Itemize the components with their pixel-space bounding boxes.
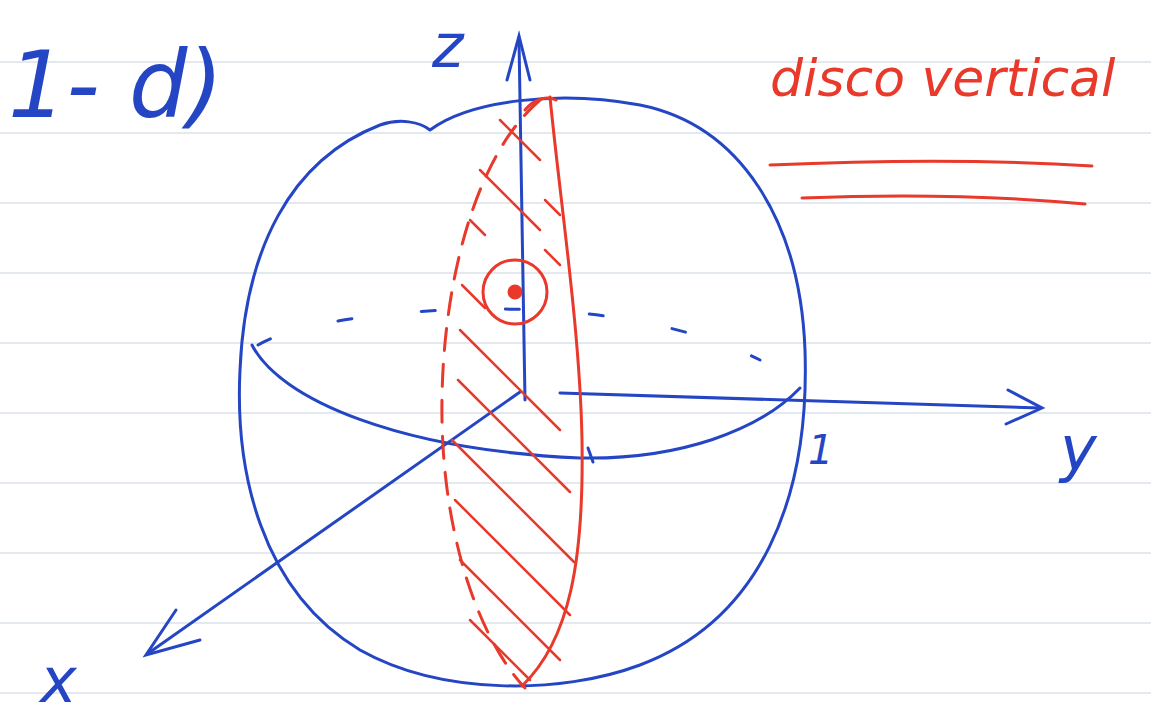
underline [770,161,1092,166]
disc-back-edge [442,100,540,688]
y-axis [560,393,1040,408]
y-arrowhead [1006,390,1042,424]
equator-back [258,309,760,360]
disc-hatching [452,120,574,680]
normal-vector-dot [509,286,521,298]
equator-front [252,345,800,458]
disc-top-cap [525,98,556,110]
disc-front-edge [522,97,582,686]
z-arrowhead [507,36,530,80]
axis-name: x [40,650,77,712]
unit-tick [588,448,593,462]
underline [802,196,1085,204]
note-text: disco vertical [770,52,1115,104]
x-arrowhead [146,610,200,655]
x-axis [150,392,520,652]
part-number: 1- d) [8,40,223,132]
axis-name: z [432,16,464,76]
normal-vector-circle [483,260,547,324]
axis-name: y [1060,418,1097,480]
unit-mark: 1 [808,430,833,470]
z-axis [519,40,525,400]
